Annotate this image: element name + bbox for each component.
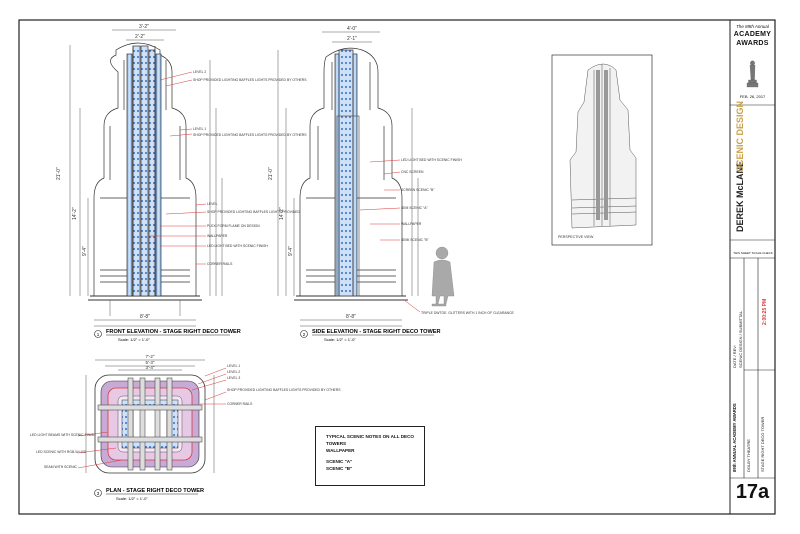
scenic-notes-box: TYPICAL SCENIC NOTES ON ALL DECO TOWERS … (315, 426, 425, 486)
svg-text:1: 1 (97, 332, 100, 337)
drawn-value: SCENIC DESIGN / SUBMITTAL (738, 310, 743, 368)
svg-text:LED LIGHT BED WITH SCENIC FINI: LED LIGHT BED WITH SCENIC FINISH (401, 158, 462, 162)
dim-front-lower: 14'-2" (72, 207, 78, 220)
oscar-statuette-logo (746, 60, 759, 88)
discipline-label: SCENIC DESIGN (735, 100, 745, 172)
event-date: FEB. 26, 2017 (739, 94, 766, 99)
svg-text:LEVEL 3: LEVEL 3 (227, 376, 240, 380)
front-view-title: FRONT ELEVATION - STAGE RIGHT DECO TOWER (106, 329, 241, 335)
svg-text:LEVEL 2: LEVEL 2 (227, 370, 240, 374)
svg-text:SEAM WITH SCENIC: SEAM WITH SCENIC (44, 465, 78, 469)
human-scale-figure (431, 246, 455, 307)
plan-view (77, 359, 227, 474)
svg-text:PLEXI FORM FLAME ON DESIGN: PLEXI FORM FLAME ON DESIGN (207, 224, 260, 228)
front-title: 1 FRONT ELEVATION - STAGE RIGHT DECO TOW… (94, 329, 241, 342)
front-notes: LEVEL 2 SHOP PROVIDED LIGHTING BAFFLES L… (193, 70, 321, 266)
svg-text:SHOP PROVIDED LIGHTING BAFFLES: SHOP PROVIDED LIGHTING BAFFLES LIGHTS PR… (193, 133, 307, 137)
sheet-description: STAGE RIGHT DECO TOWER (760, 416, 765, 472)
front-view-scale: Scale: 1/2" = 1'-0" (118, 337, 150, 342)
event-line: The 89th Annual (736, 24, 769, 29)
svg-text:TRIPLE DWTOE. GLITTERS WITH 1: TRIPLE DWTOE. GLITTERS WITH 1 INCH OF CL… (421, 311, 515, 315)
svg-text:SCREEN SCENIC "B": SCREEN SCENIC "B" (401, 188, 435, 192)
dim-side-top: 2'-1" (347, 36, 357, 42)
dim-front-mid: 3'-2" (139, 24, 149, 30)
drawn-label: DATE / REV: (732, 345, 737, 368)
dim-front-height: 21'-0" (56, 167, 62, 180)
svg-text:LEVEL 1: LEVEL 1 (227, 364, 240, 368)
perspective-view: PERSPECTIVE VIEW (551, 54, 653, 246)
scenic-notes-title: TYPICAL SCENIC NOTES ON ALL DECO TOWERS (326, 434, 414, 446)
front-elevation (69, 29, 223, 327)
svg-text:CORNER RAILS: CORNER RAILS (207, 262, 233, 266)
dim-side-bottom: 9'-4" (288, 246, 294, 256)
plan-view-title: PLAN - STAGE RIGHT DECO TOWER (106, 488, 204, 494)
dim-side-height: 21'-0" (268, 167, 274, 180)
perspective-view-title: PERSPECTIVE VIEW (558, 235, 594, 239)
svg-text:SHOP PROVIDED LIGHTING BAFFLES: SHOP PROVIDED LIGHTING BAFFLES LIGHTS PR… (207, 210, 321, 214)
dim-plan-outer: 7'-2" (146, 354, 155, 359)
dim-front-bottom: 9'-4" (82, 246, 88, 256)
svg-text:LED LIGHT BEAMS WITH SCENIC FI: LED LIGHT BEAMS WITH SCENIC FINISH (30, 433, 96, 437)
dim-side-mid: 4'-0" (347, 26, 357, 32)
svg-text:SEMI SCENIC "B": SEMI SCENIC "B" (401, 238, 429, 242)
svg-text:3: 3 (97, 491, 100, 496)
svg-text:WALLPAPER: WALLPAPER (401, 222, 422, 226)
svg-text:LED LIGHT BED WITH SCENIC FINI: LED LIGHT BED WITH SCENIC FINISH (207, 244, 268, 248)
plan-notes: LEVEL 1 LEVEL 2 LEVEL 3 SHOP PROVIDED LI… (30, 364, 341, 469)
scenic-notes-line-1: WALLPAPER (326, 448, 355, 453)
plan-view-scale: Scale: 1/2" = 1'-0" (116, 496, 148, 501)
svg-text:SEM SCENIC "A": SEM SCENIC "A" (401, 206, 429, 210)
svg-text:LEVEL 1: LEVEL 1 (193, 127, 206, 131)
svg-text:LED SCENIC WITH RGB-W LED: LED SCENIC WITH RGB-W LED (36, 450, 87, 454)
sheet-border (18, 19, 776, 515)
title-block (730, 104, 775, 479)
side-title: 2 SIDE ELEVATION - STAGE RIGHT DECO TOWE… (300, 329, 441, 342)
svg-text:CORNER RAILS: CORNER RAILS (227, 402, 253, 406)
svg-text:LEVEL: LEVEL (207, 202, 218, 206)
side-dimension-labels: 2'-1" 4'-0" 8'-8" 21'-0" 14'-2" 9'-4" (268, 26, 357, 320)
side-notes: LED LIGHT BED WITH SCENIC FINISH CNC SCR… (401, 158, 515, 315)
side-elevation (277, 31, 421, 327)
dim-front-base: 8'-8" (140, 314, 150, 320)
dim-plan-core: 3'-4" (146, 365, 155, 370)
plan-title: 3 PLAN - STAGE RIGHT DECO TOWER Scale: 1… (94, 488, 204, 501)
front-dimension-labels: 2'-2" 3'-2" 8'-8" 21'-0" 14'-2" 9'-4" (56, 24, 150, 320)
academy-awards-logo-line1: ACADEMY (733, 31, 772, 38)
svg-text:2: 2 (303, 332, 306, 337)
academy-awards-logo-line2: AWARDS (736, 40, 769, 47)
side-view-scale: Scale: 1/2" = 1'-0" (324, 337, 356, 342)
venue-name: DOLBY THEATRE (746, 439, 751, 472)
side-view-title: SIDE ELEVATION - STAGE RIGHT DECO TOWER (312, 329, 441, 335)
svg-text:LEVEL 2: LEVEL 2 (193, 70, 206, 74)
sheet-number: 17a (735, 481, 770, 503)
dim-side-lower: 14'-2" (279, 207, 285, 220)
scale-check-label: THIS SHEET SCALE CHECK (733, 251, 773, 255)
scenic-notes-line-3: SCENIC "A" (326, 459, 353, 464)
project-name: 89th ANNUAL ACADEMY AWARDS (732, 403, 737, 472)
plot-time: 2:00:25 PM (762, 298, 768, 325)
dim-plan-inner: 5'-3" (146, 360, 155, 365)
scenic-notes-line-4: SCENIC "B" (326, 466, 353, 471)
svg-text:SHOP PROVIDED LIGHTING BAFFLES: SHOP PROVIDED LIGHTING BAFFLES LIGHTS PR… (193, 78, 307, 82)
dim-front-top: 2'-2" (135, 34, 145, 40)
svg-text:SHOP PROVIDED LIGHTING BAFFLES: SHOP PROVIDED LIGHTING BAFFLES LIGHTS PR… (227, 388, 341, 392)
dim-side-base: 8'-8" (346, 314, 356, 320)
plan-dimension-labels: 7'-2" 5'-3" 3'-4" (146, 354, 155, 370)
svg-text:CNC SCREEN: CNC SCREEN (401, 170, 424, 174)
svg-text:WALLPAPER: WALLPAPER (207, 234, 228, 238)
